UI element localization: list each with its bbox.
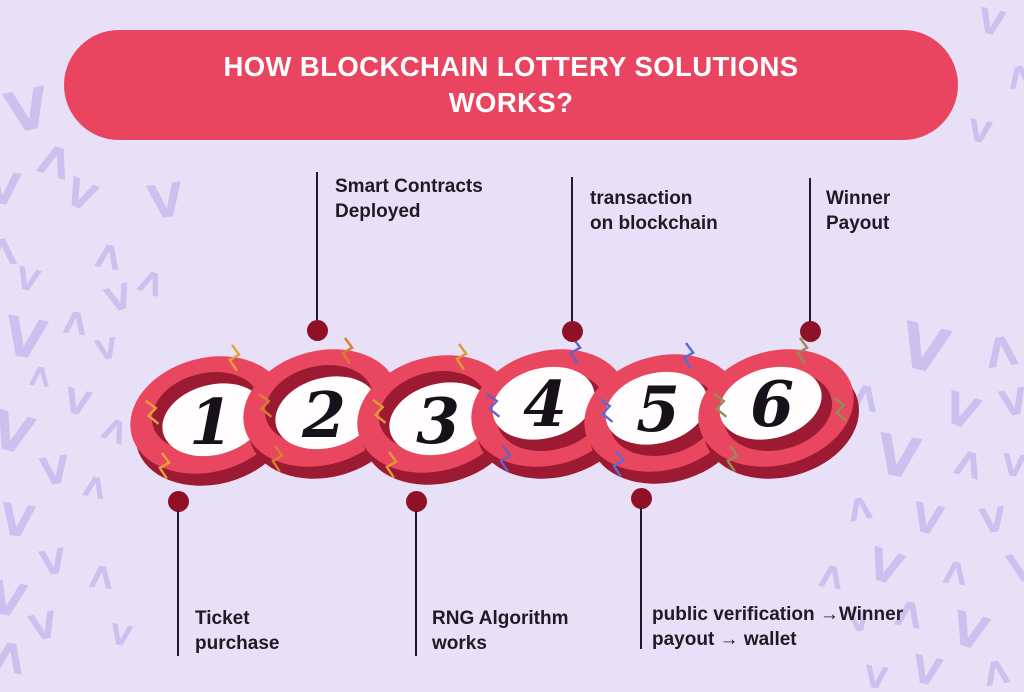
v-glyph: V bbox=[92, 235, 124, 277]
v-glyph: V bbox=[144, 171, 188, 231]
label-step-3-line-1: RNG Algorithm bbox=[432, 608, 569, 629]
connector-dot-step-3 bbox=[406, 491, 427, 512]
v-glyph: V bbox=[945, 600, 995, 662]
v-glyph: V bbox=[61, 302, 90, 341]
rings-band: 1 2 3 bbox=[130, 337, 860, 486]
connector-line-step-6 bbox=[809, 178, 811, 322]
v-glyph: V bbox=[907, 646, 946, 692]
v-glyph: V bbox=[861, 659, 890, 692]
v-glyph: V bbox=[88, 556, 115, 595]
v-glyph: V bbox=[0, 75, 56, 148]
label-step-5-line-2: payout → wallet bbox=[652, 629, 797, 650]
v-glyph: V bbox=[12, 260, 44, 301]
v-glyph: V bbox=[941, 552, 970, 591]
label-step-6: Winner Payout bbox=[826, 186, 890, 236]
v-glyph: V bbox=[974, 0, 1009, 46]
v-glyph: V bbox=[0, 630, 29, 682]
v-glyph: V bbox=[0, 228, 18, 273]
v-glyph: V bbox=[0, 493, 38, 550]
v-glyph: V bbox=[92, 331, 121, 368]
connector-dot-step-4 bbox=[562, 321, 583, 342]
connector-line-step-2 bbox=[316, 172, 318, 320]
v-glyph: V bbox=[982, 325, 1021, 375]
v-glyph: V bbox=[0, 162, 23, 217]
v-glyph: V bbox=[950, 440, 988, 486]
v-glyph: V bbox=[1000, 447, 1024, 486]
label-step-6-line-1: Winner bbox=[826, 188, 891, 209]
v-glyph: V bbox=[980, 651, 1012, 692]
v-glyph: V bbox=[58, 168, 104, 222]
label-step-2: Smart Contracts Deployed bbox=[335, 174, 483, 224]
label-step-5-line-1: public verification →Winner bbox=[652, 604, 904, 625]
label-step-6-line-2: Payout bbox=[826, 213, 890, 234]
v-glyph: V bbox=[36, 541, 70, 585]
v-glyph: V bbox=[134, 261, 169, 302]
ring-step-2: 2 bbox=[243, 337, 405, 479]
v-glyph: V bbox=[0, 303, 52, 374]
label-step-4-line-1: transaction bbox=[590, 188, 693, 209]
connector-dot-step-2 bbox=[307, 320, 328, 341]
connector-dot-step-6 bbox=[800, 321, 821, 342]
ring-number-1: 1 bbox=[189, 385, 233, 459]
v-glyph: V bbox=[936, 381, 986, 442]
connector-dot-step-1 bbox=[168, 491, 189, 512]
ring-number-5: 5 bbox=[636, 372, 680, 446]
connector-dot-step-5 bbox=[631, 488, 652, 509]
ring-step-5: 5 bbox=[584, 342, 746, 484]
title-line-2: WORKS? bbox=[448, 87, 574, 118]
v-glyph: V bbox=[1005, 56, 1024, 95]
v-glyph: V bbox=[1002, 541, 1024, 595]
connector-line-step-3 bbox=[415, 511, 417, 656]
title-line-1: HOW BLOCKCHAIN LOTTERY SOLUTIONS bbox=[223, 51, 799, 82]
label-step-3-line-2: works bbox=[432, 633, 487, 654]
v-glyph: V bbox=[0, 568, 31, 630]
v-glyph: V bbox=[28, 359, 52, 391]
connector-line-step-4 bbox=[571, 177, 573, 322]
label-step-4: transaction on blockchain bbox=[590, 186, 718, 236]
v-glyph: V bbox=[861, 538, 910, 598]
connector-line-step-1 bbox=[177, 511, 179, 656]
v-glyph: V bbox=[33, 133, 78, 187]
label-step-3: RNG Algorithm works bbox=[432, 606, 569, 656]
v-glyph: V bbox=[977, 499, 1009, 543]
label-step-4-line-2: on blockchain bbox=[590, 213, 718, 234]
label-step-2-line-1: Smart Contracts bbox=[335, 176, 483, 197]
v-glyph: V bbox=[965, 113, 995, 152]
ring-number-6: 6 bbox=[750, 367, 794, 441]
title-banner: HOW BLOCKCHAIN LOTTERY SOLUTIONS WORKS? bbox=[64, 30, 958, 140]
connector-line-step-5 bbox=[640, 508, 642, 649]
v-glyph: V bbox=[0, 399, 40, 469]
v-glyph: V bbox=[25, 604, 63, 651]
v-glyph: V bbox=[817, 556, 846, 595]
label-step-1: Ticket purchase bbox=[195, 606, 279, 656]
ring-number-4: 4 bbox=[523, 367, 567, 441]
label-step-1-line-2: purchase bbox=[195, 633, 280, 654]
v-glyph: V bbox=[59, 380, 95, 426]
v-glyph: V bbox=[107, 617, 135, 654]
label-step-1-line-1: Ticket bbox=[195, 608, 250, 629]
ring-number-2: 2 bbox=[301, 378, 346, 452]
label-step-2-line-2: Deployed bbox=[335, 201, 421, 222]
ring-step-1: 1 bbox=[130, 344, 292, 486]
label-step-5: public verification →Winner payout → wal… bbox=[652, 602, 903, 652]
v-glyph: V bbox=[995, 380, 1024, 427]
ring-step-6: 6 bbox=[698, 337, 860, 479]
v-glyph: V bbox=[100, 275, 138, 323]
v-glyph: V bbox=[37, 447, 73, 495]
ring-number-3: 3 bbox=[416, 384, 460, 458]
v-glyph: V bbox=[80, 468, 109, 505]
